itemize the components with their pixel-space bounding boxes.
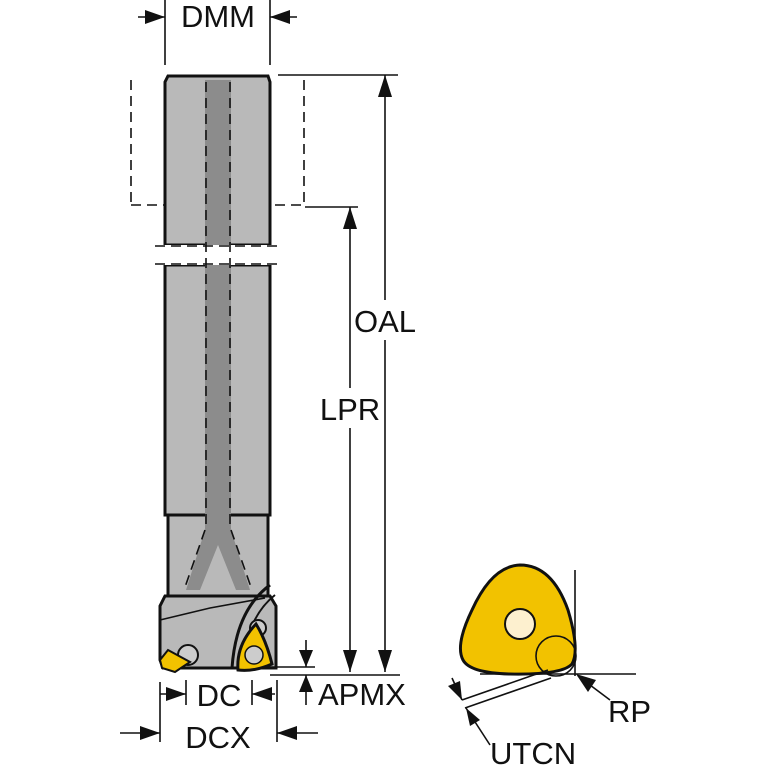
dim-apmx: APMX xyxy=(270,640,406,712)
insert-left xyxy=(158,648,192,674)
label-lpr: LPR xyxy=(320,392,380,427)
torx-screw-icon xyxy=(244,645,264,665)
dim-oal: OAL xyxy=(278,74,416,672)
coolant-channel xyxy=(205,80,231,245)
insert-detail: RP UTCN xyxy=(448,563,651,767)
dim-lpr: LPR xyxy=(305,206,382,672)
label-rp: RP xyxy=(608,694,651,729)
label-dcx: DCX xyxy=(185,720,251,755)
corner-radius-circle xyxy=(535,635,577,677)
label-apmx: APMX xyxy=(318,677,406,712)
label-oal: OAL xyxy=(354,304,416,339)
cutter-head xyxy=(158,583,278,674)
label-dc: DC xyxy=(197,678,242,713)
tool-shank xyxy=(155,74,280,600)
dim-dmm: DMM xyxy=(138,0,297,65)
insert-hole xyxy=(504,608,536,640)
label-utcn: UTCN xyxy=(490,736,576,767)
label-dmm: DMM xyxy=(181,0,255,34)
dim-dc: DC xyxy=(159,678,278,742)
dim-dcx: DCX xyxy=(120,720,318,755)
